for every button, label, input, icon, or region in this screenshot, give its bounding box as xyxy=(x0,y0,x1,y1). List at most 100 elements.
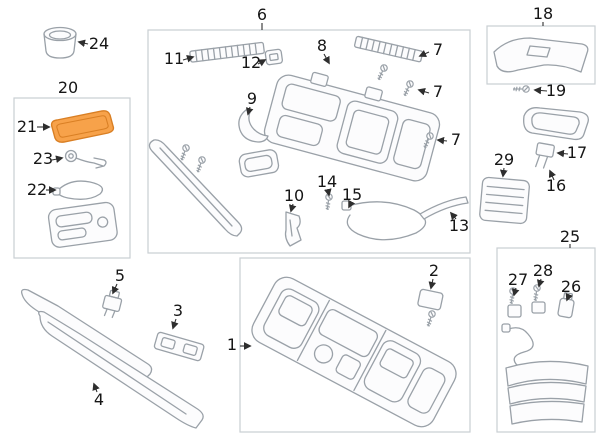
screw-left-2[interactable] xyxy=(193,155,207,174)
part-29-vent[interactable] xyxy=(479,176,530,225)
callout-label: 23 xyxy=(33,149,53,168)
callout-label: 7 xyxy=(433,82,443,101)
part-9-bracket[interactable] xyxy=(238,109,269,143)
callout-8[interactable]: 8 xyxy=(317,36,330,65)
callout-label: 20 xyxy=(58,78,78,97)
part-left-trim[interactable] xyxy=(148,139,243,237)
part-25-trim[interactable] xyxy=(505,360,589,425)
callout-label: 11 xyxy=(164,49,184,68)
callout-label: 3 xyxy=(173,301,183,320)
callout-label: 24 xyxy=(89,34,109,53)
screw-7b[interactable] xyxy=(401,79,415,98)
callout-label: 17 xyxy=(567,143,587,162)
part-3-bracket[interactable] xyxy=(153,331,205,362)
part-23-strap[interactable] xyxy=(64,149,107,169)
callout-label: 27 xyxy=(508,270,528,289)
callout-label: 13 xyxy=(449,216,469,235)
callout-26[interactable]: 26 xyxy=(561,277,581,302)
callout-24[interactable]: 24 xyxy=(77,34,109,53)
part-1-console[interactable] xyxy=(247,272,461,431)
callout-3[interactable]: 3 xyxy=(171,301,183,330)
group-box-1 xyxy=(239,257,471,433)
part-24-cup[interactable] xyxy=(43,26,77,59)
callout-15[interactable]: 15 xyxy=(342,185,362,209)
screw-19[interactable] xyxy=(512,85,530,93)
callout-13[interactable]: 13 xyxy=(449,211,469,235)
part-cubby-tray[interactable] xyxy=(238,149,280,178)
callout-label: 25 xyxy=(560,227,580,246)
group-box-18 xyxy=(486,25,596,85)
callout-label: 5 xyxy=(115,266,125,285)
callout-14[interactable]: 14 xyxy=(317,172,337,197)
part-14-clip[interactable] xyxy=(323,192,334,211)
part-7-strip[interactable] xyxy=(353,35,424,63)
callout-label: 10 xyxy=(284,186,304,205)
callout-7-low[interactable]: 7 xyxy=(436,130,461,149)
callout-10[interactable]: 10 xyxy=(284,186,304,213)
callout-label: 2 xyxy=(429,261,439,280)
callout-label: 12 xyxy=(241,53,261,72)
callout-6[interactable]: 6 xyxy=(257,5,267,30)
part-13-strip[interactable] xyxy=(419,196,469,220)
part-10-bracket[interactable] xyxy=(284,211,302,247)
callout-9[interactable]: 9 xyxy=(245,89,257,116)
part-16-bezel[interactable] xyxy=(523,107,589,141)
part-12-bracket[interactable] xyxy=(264,48,284,66)
callout-label: 26 xyxy=(561,277,581,296)
callout-18[interactable]: 18 xyxy=(533,4,553,26)
part-17-clip[interactable] xyxy=(534,142,555,170)
screw-left-1[interactable] xyxy=(177,143,191,162)
screw-7a[interactable] xyxy=(375,63,389,82)
callout-label: 16 xyxy=(546,176,566,195)
callout-label: 15 xyxy=(342,185,362,204)
callout-label: 18 xyxy=(533,4,553,23)
callout-20[interactable]: 20 xyxy=(58,78,78,97)
callout-5[interactable]: 5 xyxy=(111,266,125,295)
group-box-25 xyxy=(496,247,596,433)
callout-1[interactable]: 1 xyxy=(227,335,252,354)
callout-7-top[interactable]: 7 xyxy=(418,40,443,59)
callout-label: 9 xyxy=(247,89,257,108)
callout-25[interactable]: 25 xyxy=(560,227,580,248)
part-21-mat-highlighted[interactable] xyxy=(50,110,115,143)
callout-label: 28 xyxy=(533,261,553,280)
callout-11[interactable]: 11 xyxy=(164,49,195,68)
callout-label: 21 xyxy=(17,117,37,136)
callout-4[interactable]: 4 xyxy=(92,382,104,409)
group-box-6 xyxy=(147,29,471,254)
part-18-trim[interactable] xyxy=(493,37,589,73)
part-22-cord[interactable] xyxy=(52,180,104,200)
callout-23[interactable]: 23 xyxy=(33,149,64,168)
callout-22[interactable]: 22 xyxy=(27,180,57,199)
callout-28[interactable]: 28 xyxy=(533,261,553,288)
part-28-switch[interactable] xyxy=(531,283,546,314)
callout-label: 29 xyxy=(494,150,514,169)
part-20-tray[interactable] xyxy=(47,201,119,248)
callout-label: 6 xyxy=(257,5,267,24)
callout-7-mid[interactable]: 7 xyxy=(417,82,443,101)
part-2-bracket[interactable] xyxy=(417,288,444,328)
callout-12[interactable]: 12 xyxy=(241,53,267,72)
callout-label: 19 xyxy=(546,81,566,100)
callout-21[interactable]: 21 xyxy=(17,117,51,136)
part-4-trim[interactable] xyxy=(20,288,204,429)
part-5-clip[interactable] xyxy=(101,289,124,319)
callout-label: 7 xyxy=(451,130,461,149)
part-15-cable[interactable] xyxy=(341,200,427,241)
callout-label: 8 xyxy=(317,36,327,55)
part-8-frame[interactable] xyxy=(262,64,445,184)
group-box-20 xyxy=(13,97,131,259)
callout-19[interactable]: 19 xyxy=(533,81,566,100)
callout-label: 22 xyxy=(27,180,47,199)
callout-label: 7 xyxy=(433,40,443,59)
part-27-switch[interactable] xyxy=(507,286,522,318)
callout-label: 4 xyxy=(94,390,104,409)
callout-label: 1 xyxy=(227,335,237,354)
callout-17[interactable]: 17 xyxy=(556,143,587,162)
callout-29[interactable]: 29 xyxy=(494,150,514,178)
callout-16[interactable]: 16 xyxy=(546,169,566,195)
callout-label: 14 xyxy=(317,172,337,191)
callout-27[interactable]: 27 xyxy=(508,270,528,297)
callout-2[interactable]: 2 xyxy=(428,261,439,290)
